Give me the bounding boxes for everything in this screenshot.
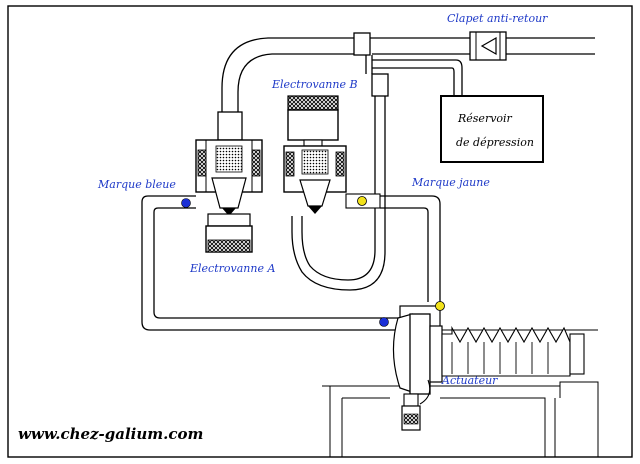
blue-marker-actuator bbox=[379, 317, 389, 327]
label-clapet-anti-retour: Clapet anti-retour bbox=[447, 12, 548, 25]
actuator-pipes bbox=[141, 195, 441, 331]
actuator bbox=[392, 305, 585, 431]
site-watermark: www.chez-galium.com bbox=[18, 425, 204, 443]
label-actuateur: Actuateur bbox=[442, 374, 498, 387]
label-reservoir-line1: Réservoir bbox=[458, 112, 512, 125]
electrovanne-b bbox=[283, 95, 381, 214]
engine-structure bbox=[322, 329, 599, 457]
diagram-border bbox=[7, 5, 633, 458]
label-reservoir-line2: de dépression bbox=[456, 136, 534, 149]
label-marque-jaune: Marque jaune bbox=[412, 176, 490, 189]
electrovanne-a bbox=[195, 111, 263, 253]
vacuum-pipes bbox=[221, 32, 595, 112]
label-electrovanne-b: Electrovanne B bbox=[272, 78, 358, 91]
yellow-marker-actuator bbox=[435, 301, 445, 311]
label-electrovanne-a: Electrovanne A bbox=[190, 262, 276, 275]
u-tube bbox=[291, 73, 389, 291]
vacuum-reservoir bbox=[440, 95, 544, 163]
label-marque-bleue: Marque bleue bbox=[98, 178, 176, 191]
yellow-marker-electrovanne-b bbox=[357, 196, 367, 206]
check-valve bbox=[469, 31, 507, 61]
blue-marker-electrovanne-a bbox=[181, 198, 191, 208]
